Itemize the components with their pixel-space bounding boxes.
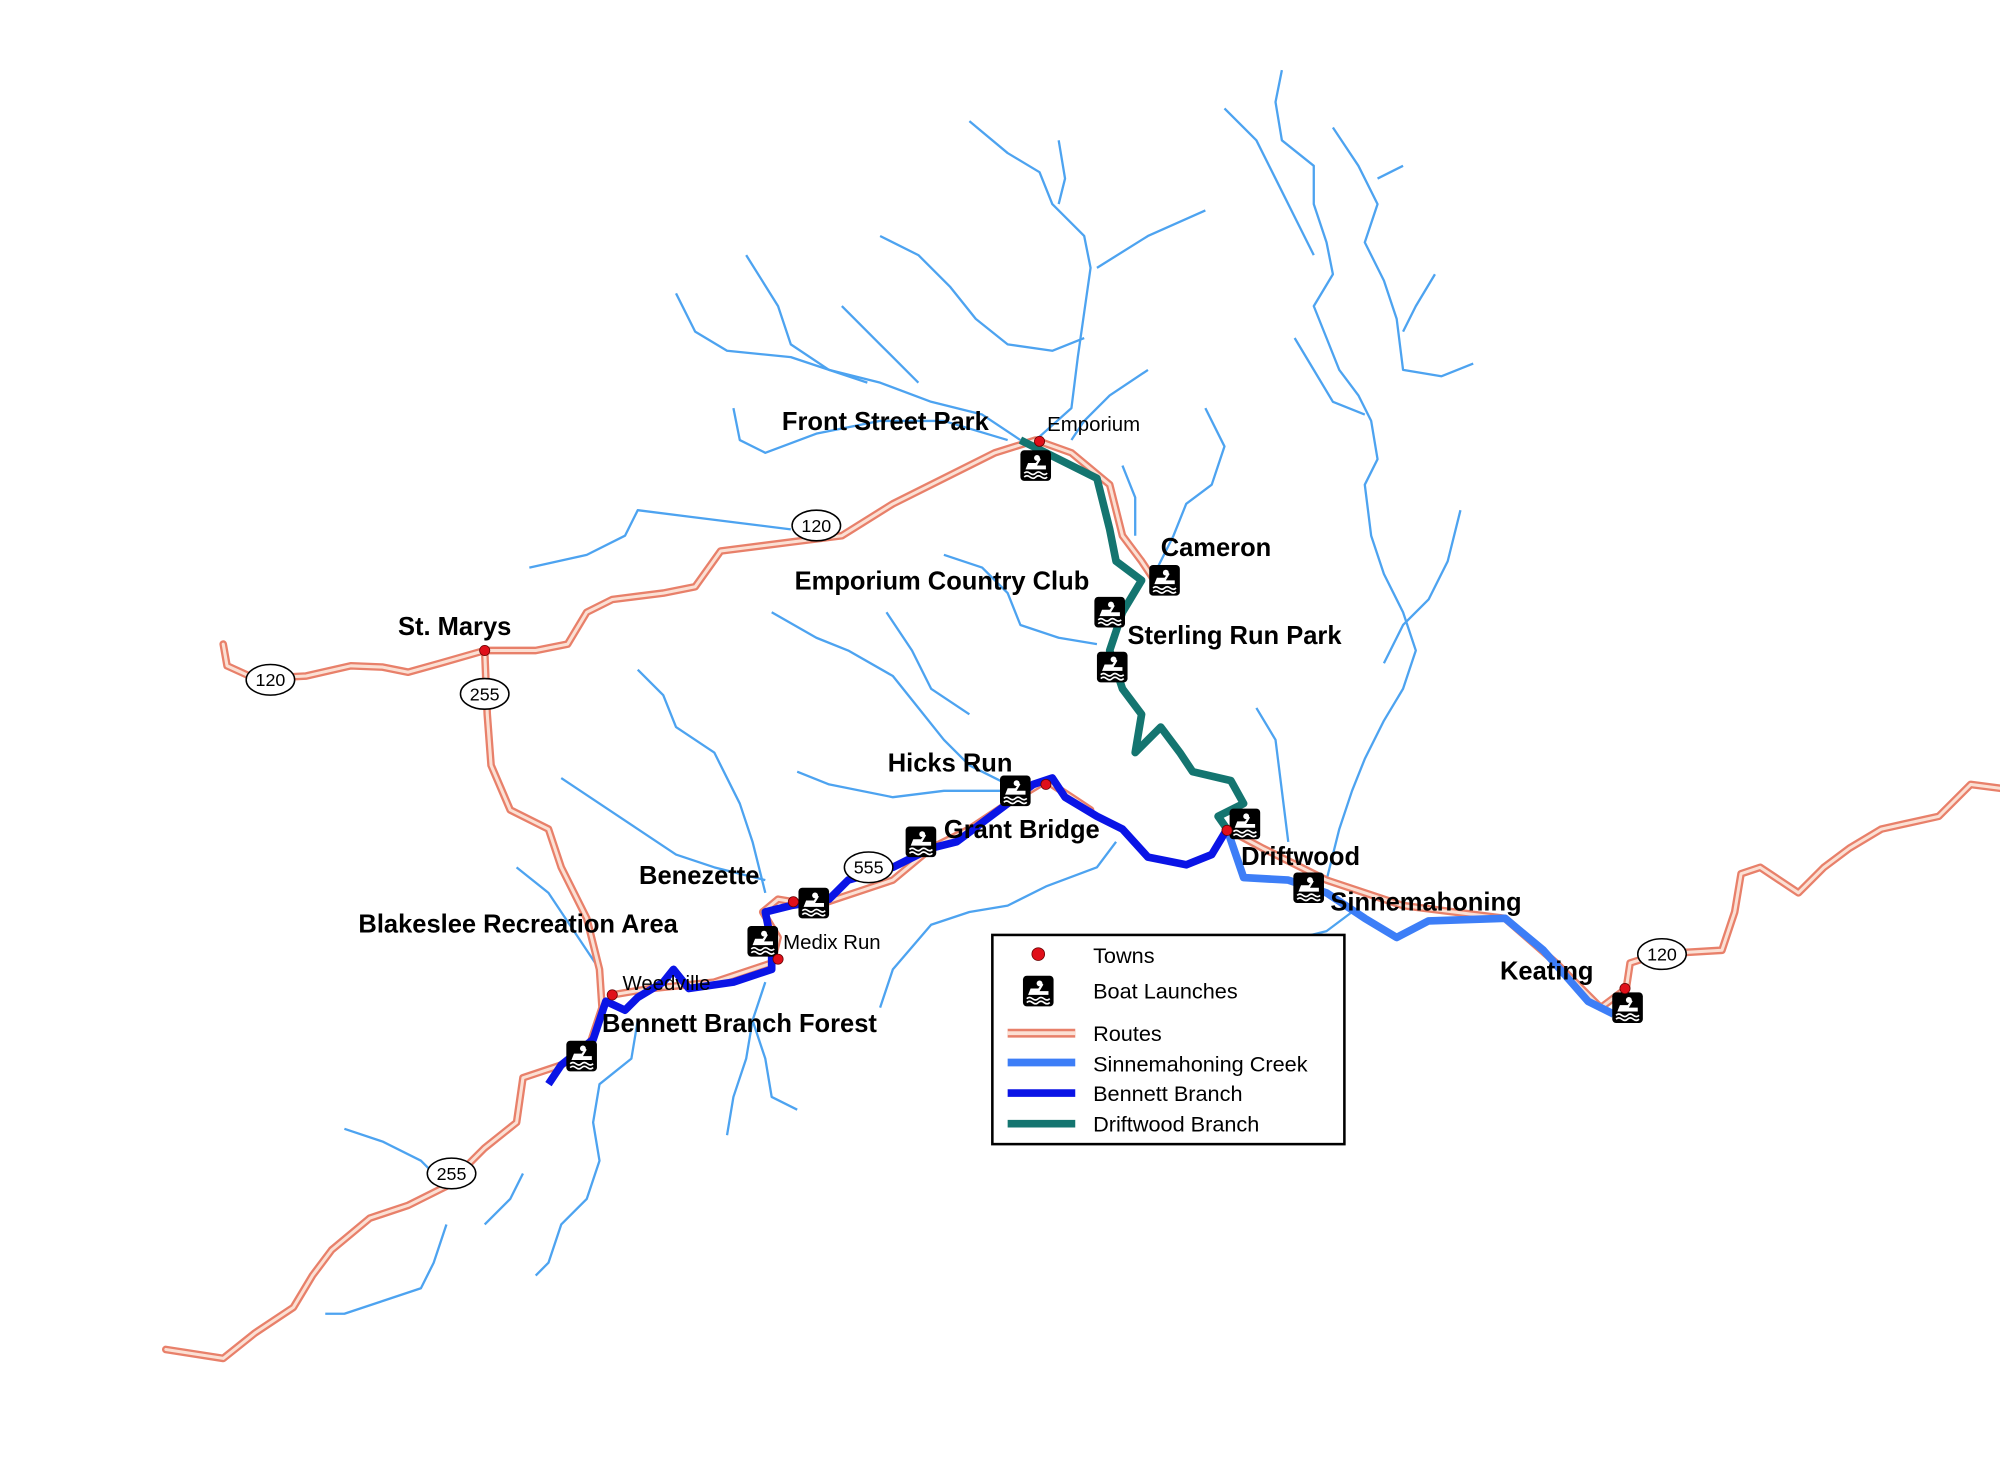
legend-driftwood-branch: Driftwood Branch — [1093, 1111, 1259, 1136]
svg-text:255: 255 — [437, 1164, 467, 1184]
label-bennett-branch-forest: Bennett Branch Forest — [602, 1010, 877, 1038]
svg-text:120: 120 — [1647, 944, 1677, 964]
label-benezette: Benezette — [639, 862, 759, 890]
legend-bennett-branch: Bennett Branch — [1093, 1081, 1242, 1106]
label-driftwood: Driftwood — [1241, 843, 1360, 871]
boat-launch-icon[interactable] — [1019, 449, 1052, 482]
route-shield: 120 — [245, 663, 296, 696]
boat-launch-icon[interactable] — [1148, 564, 1181, 597]
town-dot-icon[interactable] — [1221, 824, 1233, 836]
legend-towns: Towns — [1093, 943, 1155, 968]
label-front-street-park: Front Street Park — [782, 408, 990, 436]
label-weedville: Weedville — [622, 973, 710, 995]
town-dot-icon[interactable] — [1619, 983, 1631, 994]
route-shields: 120 120 255 555 255 120 — [245, 509, 1687, 1190]
legend: Towns Boat Launches Routes Sinnemahoning… — [991, 933, 1346, 1146]
label-st-marys: St. Marys — [398, 613, 511, 641]
label-sinnemahoning: Sinnemahoning — [1330, 889, 1521, 917]
label-medix-run: Medix Run — [783, 932, 880, 954]
svg-text:555: 555 — [854, 858, 884, 878]
boat-launch-icon[interactable] — [797, 886, 830, 920]
place-labels: Front Street Park Cameron Emporium Count… — [358, 408, 1593, 1038]
driftwood-branch — [1018, 436, 1248, 832]
route-shield: 255 — [426, 1157, 477, 1190]
route-shield: 255 — [459, 677, 510, 710]
towns — [479, 435, 1631, 1001]
label-cameron: Cameron — [1161, 534, 1272, 562]
label-grant-bridge: Grant Bridge — [944, 816, 1100, 844]
boat-launch-icon[interactable] — [1093, 596, 1126, 629]
label-emporium-country-club: Emporium Country Club — [795, 567, 1090, 595]
route-shield: 120 — [1636, 938, 1687, 971]
boat-launch-icon[interactable] — [565, 1039, 598, 1073]
route-shield: 555 — [843, 851, 894, 884]
tributaries — [325, 69, 1474, 1315]
svg-text:120: 120 — [256, 670, 286, 690]
legend-boat-launches: Boat Launches — [1093, 979, 1238, 1004]
legend-routes: Routes — [1093, 1021, 1162, 1046]
svg-text:255: 255 — [470, 684, 500, 704]
label-blakeslee-recreation-area: Blakeslee Recreation Area — [358, 910, 678, 938]
town-dot-icon[interactable] — [606, 989, 618, 1001]
boat-launch-icon[interactable] — [999, 774, 1032, 807]
boat-launch-icon[interactable] — [746, 925, 779, 958]
route-shield: 120 — [791, 509, 842, 542]
boat-launch-icon[interactable] — [1096, 650, 1129, 684]
town-dot-icon[interactable] — [1040, 778, 1052, 790]
boat-launch-icon[interactable] — [1292, 871, 1325, 904]
label-sterling-run-park: Sterling Run Park — [1128, 622, 1343, 650]
boat-launch-icon — [1022, 974, 1055, 1008]
boat-launch-icon[interactable] — [904, 825, 938, 858]
label-emporium: Emporium — [1047, 414, 1140, 436]
boat-launch-icon[interactable] — [1228, 807, 1262, 841]
svg-text:120: 120 — [801, 516, 831, 536]
town-dot-icon — [1031, 947, 1046, 961]
legend-sinnemahoning-creek: Sinnemahoning Creek — [1093, 1051, 1308, 1076]
label-keating: Keating — [1500, 958, 1594, 986]
town-dot-icon[interactable] — [772, 953, 784, 965]
town-dot-icon[interactable] — [787, 896, 799, 908]
boat-launch-icon[interactable] — [1611, 991, 1644, 1024]
label-hicks-run: Hicks Run — [888, 750, 1013, 778]
town-dot-icon[interactable] — [479, 645, 491, 656]
town-dot-icon[interactable] — [1034, 435, 1046, 447]
sinnemahoning-creek — [1223, 827, 1616, 1018]
